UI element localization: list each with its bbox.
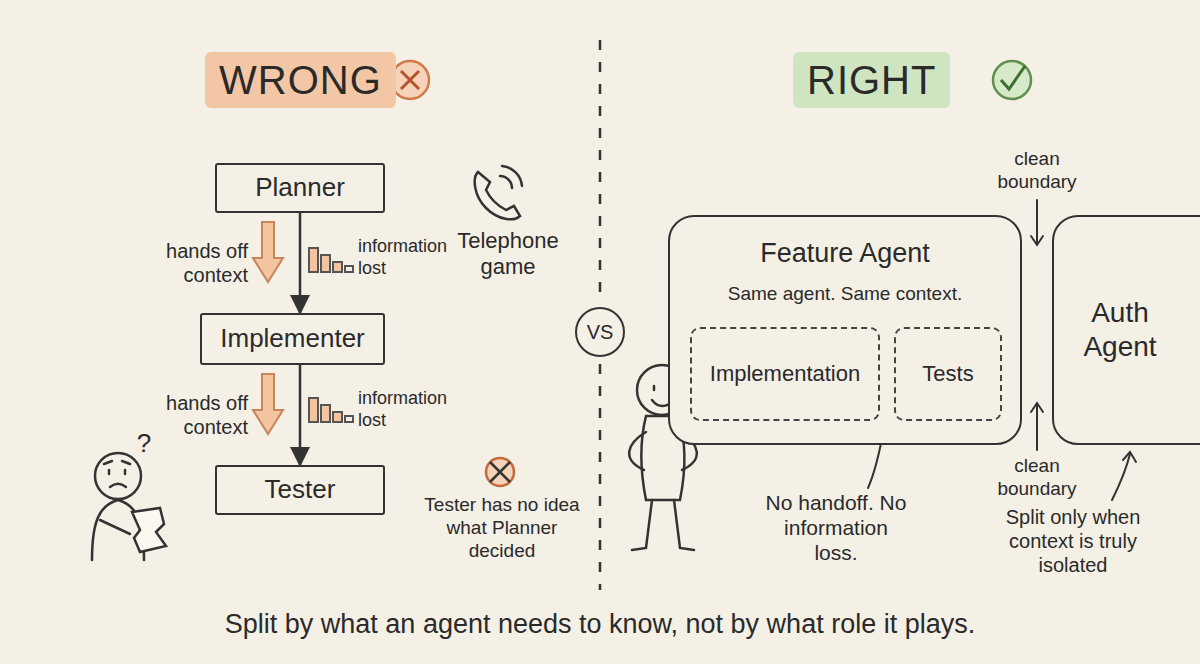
note: Telephone game xyxy=(456,228,560,281)
leader-arrow xyxy=(1036,200,1038,244)
happy-figure xyxy=(632,500,694,550)
boundary-note: clean boundary xyxy=(985,148,1089,194)
node-title: Tests xyxy=(922,361,973,387)
info-lost-bars xyxy=(309,398,318,422)
leader-arrow xyxy=(1031,236,1043,245)
confused-figure xyxy=(95,453,141,499)
node-title: VS xyxy=(587,320,614,344)
vs-circle: VS xyxy=(575,307,625,357)
edge-label: hands off context xyxy=(136,239,248,287)
info-lost-bars xyxy=(321,405,330,422)
info-lost-bars xyxy=(345,416,353,422)
leader-arrow xyxy=(1036,404,1038,450)
leader-arrow xyxy=(1112,454,1130,500)
right-icon xyxy=(993,61,1031,99)
note: Split only when context is truly isolate… xyxy=(978,505,1168,577)
agent-box: Auth Agent xyxy=(1052,215,1200,445)
scope-box: Tests xyxy=(894,327,1002,421)
handoff-arrow xyxy=(253,374,283,434)
no-idea-icon xyxy=(486,458,514,486)
note: Tester has no idea what Planner decided xyxy=(418,494,586,562)
telephone-icon xyxy=(475,172,520,219)
node-title: Planner xyxy=(255,172,345,203)
heading-badge: RIGHT xyxy=(793,52,950,108)
info-lost-bars xyxy=(309,248,318,272)
question-mark: ? xyxy=(134,428,154,459)
telephone-icon xyxy=(500,176,512,188)
handoff-connector xyxy=(299,213,302,313)
telephone-icon xyxy=(475,166,522,219)
wrong-icon xyxy=(391,61,429,99)
role-box: Tester xyxy=(215,465,385,515)
note: No handoff. No information loss. xyxy=(760,490,912,566)
heading-badge: WRONG xyxy=(205,52,396,108)
handoff-connector xyxy=(299,365,302,465)
leader-arrow xyxy=(1031,403,1043,412)
node-title: Feature Agent xyxy=(760,237,930,269)
divider xyxy=(599,364,602,590)
agent-box: Feature AgentSame agent. Same context. Im… xyxy=(668,215,1022,445)
boundary-note: clean boundary xyxy=(985,455,1089,501)
info-lost-bars xyxy=(321,255,330,272)
edge-label: hands off context xyxy=(136,391,248,439)
right-icon xyxy=(1001,66,1025,89)
role-box: Planner xyxy=(215,163,385,213)
wrong-icon xyxy=(391,61,429,99)
divider xyxy=(599,40,602,300)
confused-figure xyxy=(104,461,130,464)
no-idea-icon xyxy=(486,458,514,486)
wrong-icon xyxy=(401,71,419,89)
no-idea-icon xyxy=(490,462,510,482)
leader-arrow xyxy=(1123,452,1136,462)
node-title: Implementation xyxy=(710,361,860,387)
node-title: Tester xyxy=(265,474,336,505)
caption: Split by what an agent needs to know, no… xyxy=(0,608,1200,640)
telephone-icon xyxy=(502,166,522,186)
node-title: Implementer xyxy=(220,323,365,354)
confused-figure xyxy=(92,500,144,560)
scope-box: Implementation xyxy=(690,327,880,421)
role-box: Implementer xyxy=(200,313,385,365)
confused-figure xyxy=(132,508,166,552)
right-icon xyxy=(993,61,1031,99)
note: information lost xyxy=(358,388,450,431)
info-lost-bars xyxy=(333,262,342,272)
handoff-arrow xyxy=(253,222,283,282)
confused-figure xyxy=(92,453,166,560)
confused-figure xyxy=(109,470,125,474)
confused-figure xyxy=(110,484,126,487)
node-title: Auth Agent xyxy=(1064,296,1176,363)
note: information lost xyxy=(358,236,450,279)
node-subtitle: Same agent. Same context. xyxy=(728,283,962,306)
info-lost-bars xyxy=(333,412,342,422)
info-lost-bars xyxy=(345,266,353,272)
